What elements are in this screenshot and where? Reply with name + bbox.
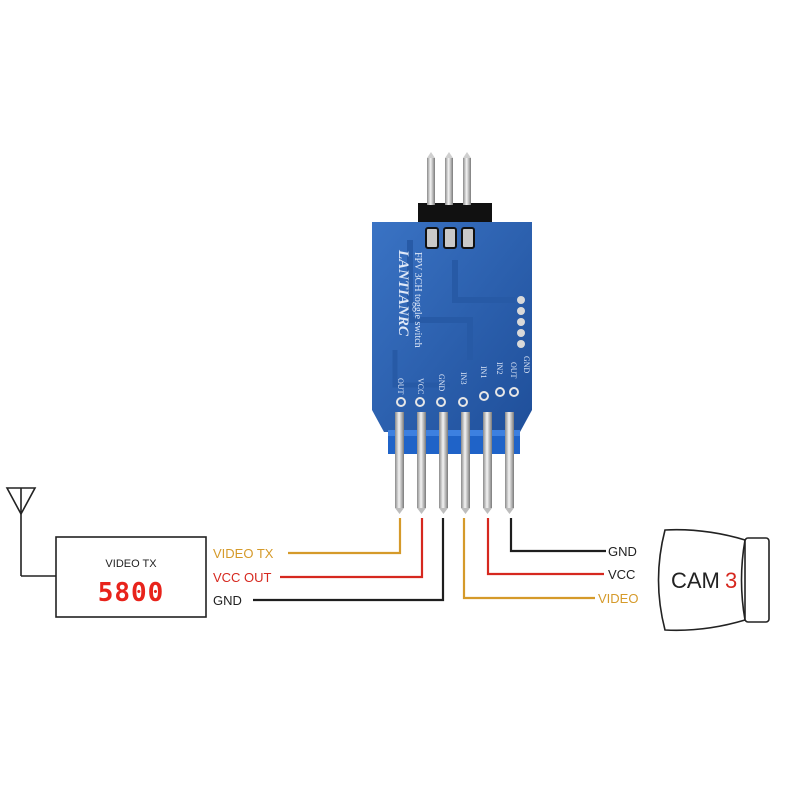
pin-label-in2: IN2: [495, 362, 504, 374]
camera-icon: CAM 3: [657, 528, 770, 632]
pin-label-out-right: OUT: [509, 362, 518, 379]
board-brand: LANTIANRC: [395, 249, 411, 337]
wire-vcc-out: [280, 518, 424, 579]
header-pins: [395, 412, 514, 508]
pin-in2: [505, 412, 514, 508]
bottom-pin-header: [388, 412, 520, 514]
board-title: FPV 3CH toggle switch: [412, 252, 423, 348]
video-tx-box: [55, 536, 207, 618]
pcb-board: LANTIANRC FPV 3CH toggle switch OUT VCC …: [372, 222, 532, 432]
wire-gnd-cam: [509, 518, 606, 553]
wire-video-tx: [288, 518, 402, 555]
camera-number: 3: [725, 568, 737, 593]
pin-gnd: [439, 412, 448, 508]
pin-label-in1: IN1: [479, 366, 488, 378]
pin-label-out-left: OUT: [396, 378, 405, 395]
wire-video-cam: [462, 518, 595, 600]
pin-label-gnd-right: GND: [522, 356, 531, 374]
top-pin-2: [445, 158, 453, 205]
wire-gnd-tx: [253, 518, 445, 602]
video-tx-title: VIDEO TX: [105, 558, 157, 570]
top-header-housing: [418, 203, 492, 225]
video-tx-display: 5800: [98, 578, 165, 608]
pin-in1: [483, 412, 492, 508]
pin-label-gnd-left: GND: [437, 374, 446, 392]
wire-vcc-cam: [486, 518, 604, 576]
label-gnd-cam: GND: [608, 544, 637, 559]
top-pin-3: [463, 158, 471, 205]
video-tx-module: VIDEO TX 5800: [55, 536, 207, 618]
camera-label: CAM: [671, 568, 720, 593]
antenna-icon: [5, 487, 56, 577]
pin-out-left: [395, 412, 404, 508]
label-video-tx: VIDEO TX: [213, 546, 274, 561]
wires: [253, 518, 606, 602]
label-vcc-out: VCC OUT: [213, 570, 272, 585]
top-pin-header: [418, 152, 492, 225]
label-gnd-tx: GND: [213, 593, 242, 608]
board-pin-labels: OUT VCC GND IN3 IN1 IN2 OUT GND: [396, 356, 531, 395]
top-pin-1: [427, 158, 435, 205]
pin-vcc: [417, 412, 426, 508]
pin-label-vcc: VCC: [416, 378, 425, 394]
pin-in3: [461, 412, 470, 508]
label-vcc-cam: VCC: [608, 567, 635, 582]
pin-label-in3: IN3: [459, 372, 468, 384]
camera-lens: [744, 537, 770, 623]
label-video-cam: VIDEO: [598, 591, 638, 606]
